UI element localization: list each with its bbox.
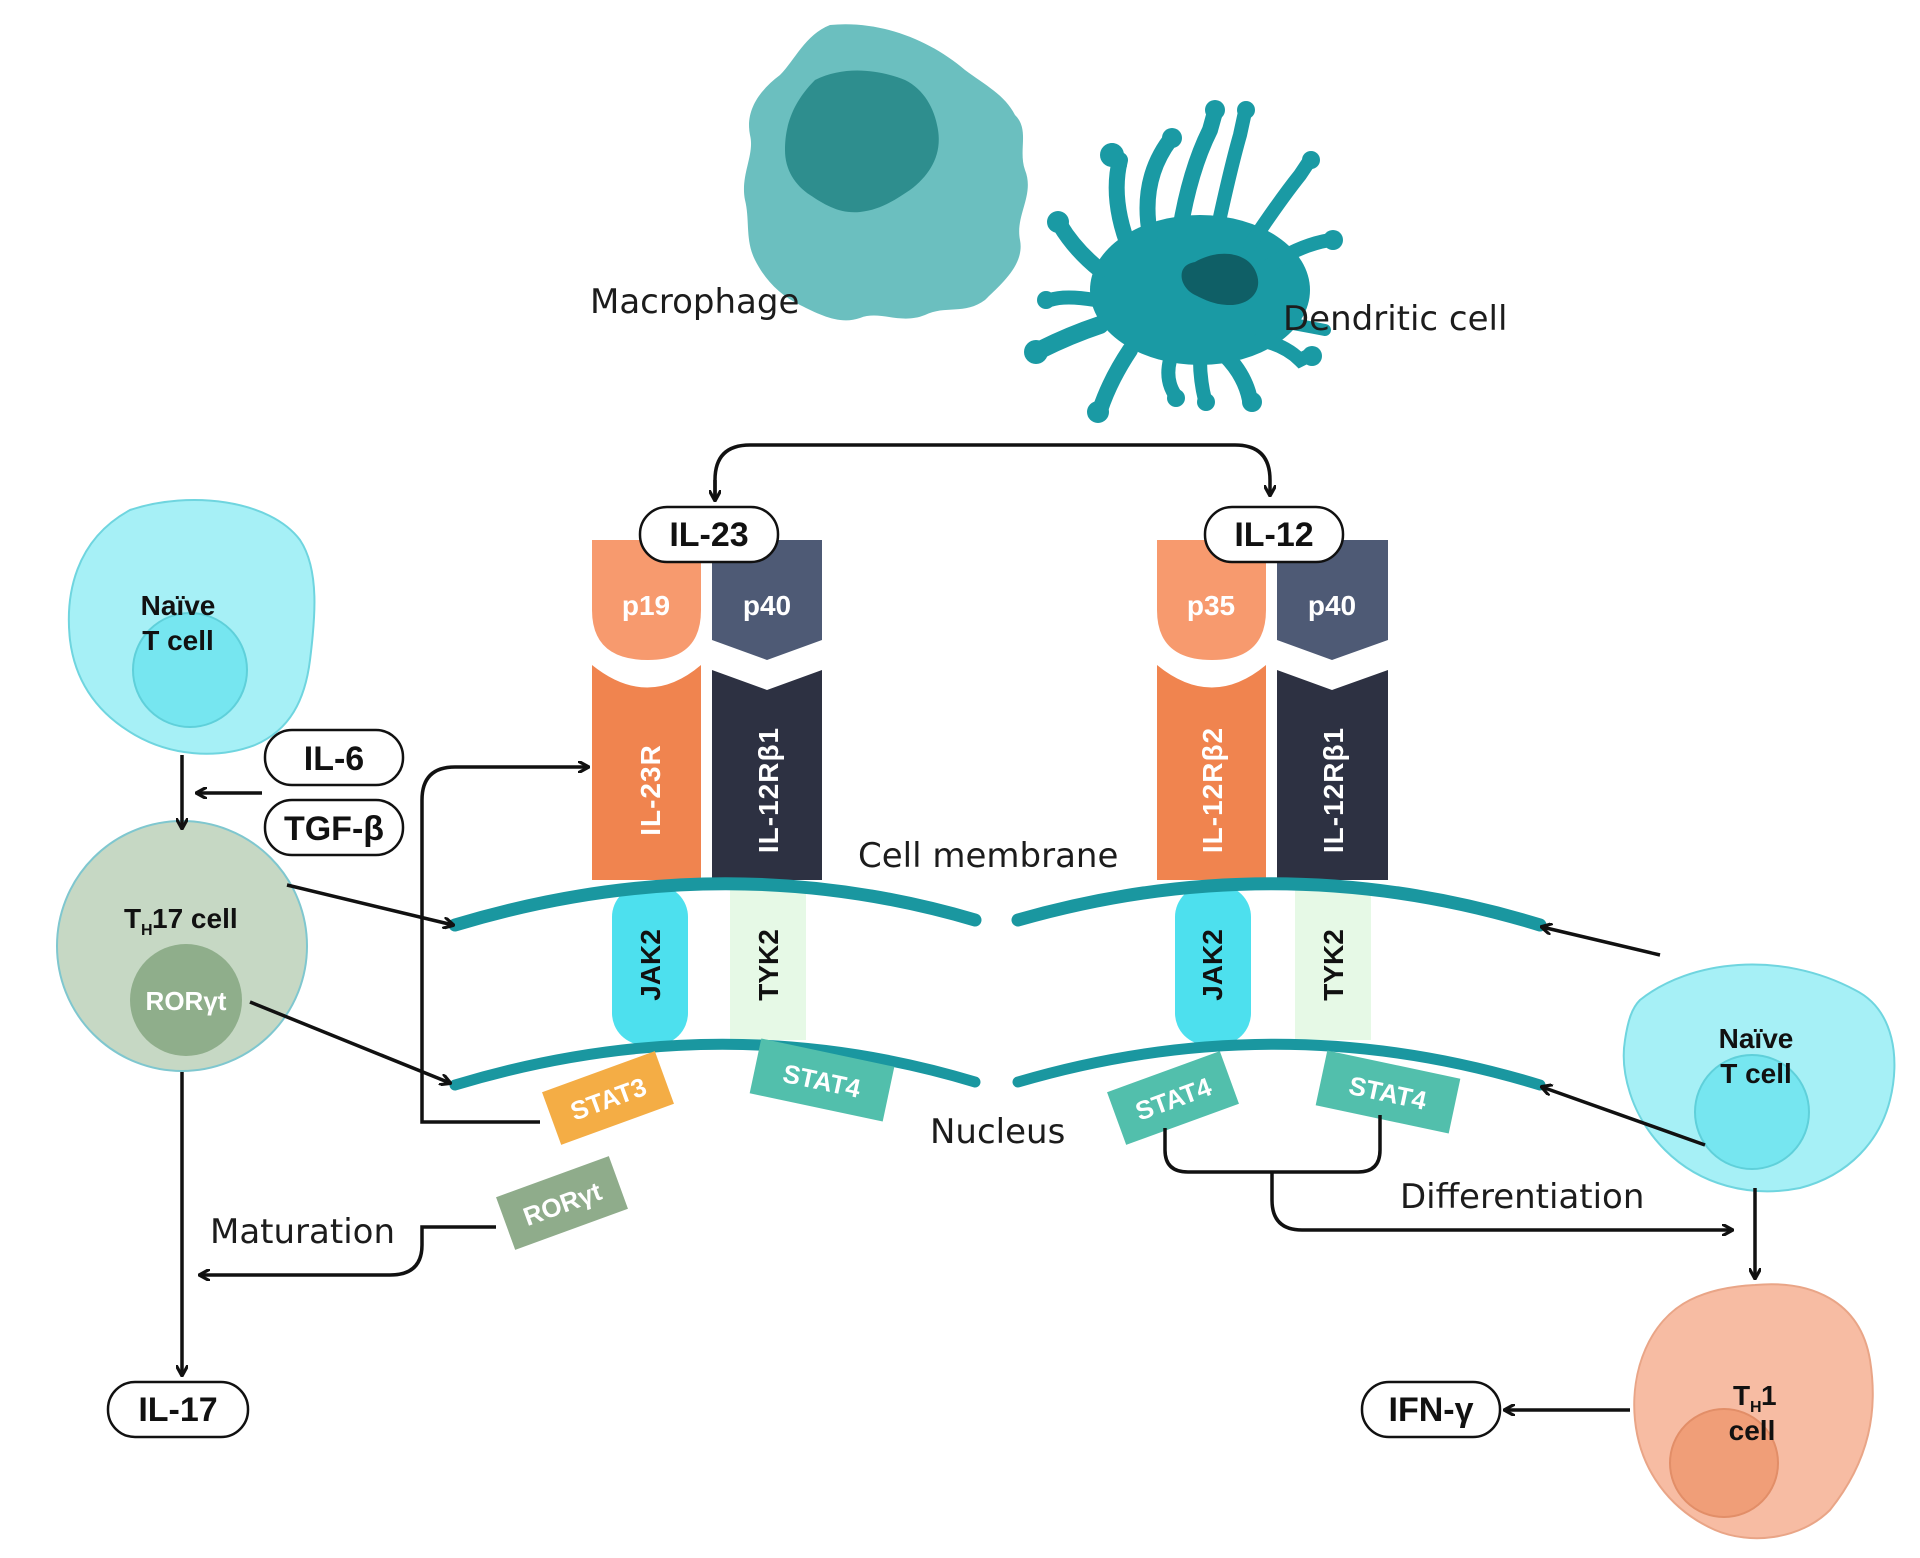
il12rb2-label: IL-12Rβ2 [1197,727,1228,853]
il12rb2-receptor: IL-12Rβ2 [1157,665,1266,880]
tgfb-label: TGF-β [284,810,384,848]
il12-pill: IL-12 [1203,505,1345,564]
il23-subunit-p19: p19 [592,540,701,660]
il12rb1-right-receptor: IL-12Rβ1 [1277,670,1388,880]
nuclear-membrane-left [449,1038,981,1091]
stat4-right-a: STAT4 [1107,1051,1239,1145]
il12rb1-right-label: IL-12Rβ1 [1318,727,1349,853]
roryt-to-nucleus-arrow [249,1000,450,1083]
th1-T: T [1733,1380,1750,1411]
il12-subunit-p40: p40 [1277,540,1388,660]
il17-label: IL-17 [138,1391,217,1429]
jak2-left: JAK2 [612,885,688,1045]
p19-label: p19 [622,590,670,621]
p35-label: p35 [1187,590,1235,621]
jak2-left-label: JAK2 [635,929,666,1001]
naive-t-cell-right: Naïve T cell [1622,963,1896,1193]
il12-label: IL-12 [1234,516,1313,554]
p40-right-label: p40 [1308,590,1356,621]
tyk2-left: TYK2 [730,890,806,1040]
cell-membrane-left [448,877,982,932]
il6-pill: IL-6 [263,728,405,787]
naive-left-line2: T cell [142,625,214,656]
th17-sub: H [141,922,153,939]
th1-sub: H [1750,1399,1762,1416]
ifng-label: IFN-γ [1389,1391,1474,1429]
th17-cell: T H 17 cell RORγt [56,820,308,1072]
naive-left-line1: Naïve [141,590,216,621]
th1-cell: T H 1 cell [1633,1283,1874,1540]
apc-to-cytokines-arrow [713,443,1270,500]
il23-pill: IL-23 [638,505,780,564]
macrophage [743,24,1028,321]
il23r-receptor: IL-23R [592,665,701,880]
il23r-label: IL-23R [635,744,666,836]
th17-T: T [124,903,141,934]
cell-membrane-right [1011,877,1547,932]
roryt-box: RORγt [496,1156,628,1250]
stat3: STAT3 [542,1051,674,1145]
differentiation-label: Differentiation [1400,1177,1644,1217]
th17-nucleus-label: RORγt [146,986,227,1016]
il6-label: IL-6 [304,740,364,778]
cell-membrane-label: Cell membrane [858,836,1118,876]
il12-subunit-p35: p35 [1157,540,1266,660]
naive-right-line2: T cell [1720,1058,1792,1089]
macrophage-label: Macrophage [590,282,799,322]
tyk2-right: TYK2 [1295,890,1371,1040]
maturation-label: Maturation [210,1212,395,1252]
stat3-feedback-arrow [420,767,588,1124]
nuclear-membrane-right [1012,1038,1546,1091]
naive-right-to-membrane-arrow [1542,927,1661,957]
il17-pill: IL-17 [106,1380,250,1439]
macrophage-nucleus [785,70,939,213]
differentiation-arrow [1270,1172,1732,1230]
nucleus-label: Nucleus [930,1112,1065,1152]
tyk2-left-label: TYK2 [753,929,784,1001]
th1-line2: cell [1729,1415,1776,1446]
stat4-right-b: STAT4 [1315,1050,1461,1134]
p40-left-label: p40 [743,590,791,621]
stat4-dimer-bracket [1163,1115,1382,1174]
ifng-pill: IFN-γ [1360,1380,1502,1439]
naive-right-line1: Naïve [1719,1023,1794,1054]
tgfb-pill: TGF-β [263,798,405,857]
roryt-maturation-arrow [200,1225,496,1275]
dendritic-cell [1024,100,1343,423]
dendrite-tips [1024,100,1343,423]
th17-to-membrane-arrow [286,883,453,925]
il12rb1-left-label: IL-12Rβ1 [753,727,784,853]
naive-t-cell-left: Naïve T cell [67,499,316,755]
il12rb1-left-receptor: IL-12Rβ1 [712,670,822,880]
tyk2-right-label: TYK2 [1318,929,1349,1001]
dendritic-cell-label: Dendritic cell [1283,299,1507,339]
jak2-right-label: JAK2 [1197,929,1228,1001]
il23-label: IL-23 [669,516,748,554]
dendritic-cell-nucleus [1181,253,1259,305]
th1-num: 1 [1761,1380,1777,1411]
naive-right-to-nucleus-arrow [1542,1087,1706,1147]
stat4-left: STAT4 [749,1038,895,1122]
il23-subunit-p40: p40 [712,540,822,660]
th17-rest: 17 cell [152,903,238,934]
jak2-right: JAK2 [1175,885,1251,1045]
